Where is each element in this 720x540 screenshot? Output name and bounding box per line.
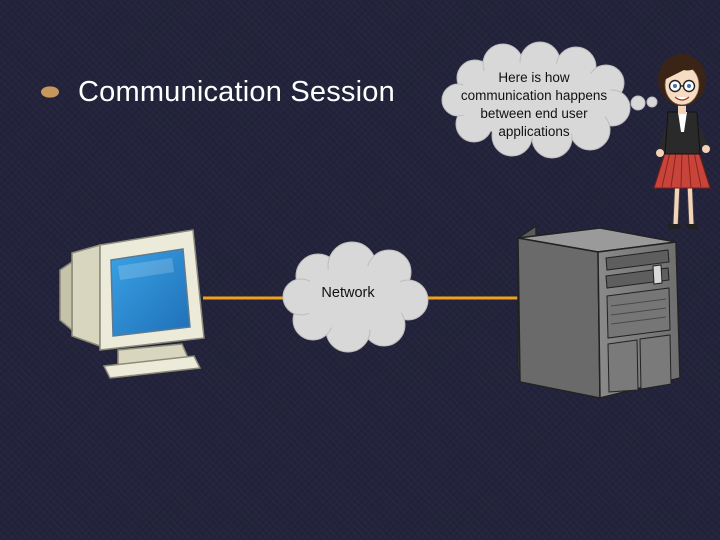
title-row: Communication Session [40,74,395,110]
desktop-computer-icon [59,229,205,379]
network-label: Network [321,285,375,301]
thought-bubble-icon [441,41,658,159]
server-tower-icon [517,224,681,399]
bullet-dot-icon [41,86,59,98]
page-title: Communication Session [78,75,395,108]
presenter-woman-icon [653,54,711,229]
thought-bubble-text: Here is how communication happens betwee… [460,70,608,139]
network-cloud-icon [282,241,429,353]
